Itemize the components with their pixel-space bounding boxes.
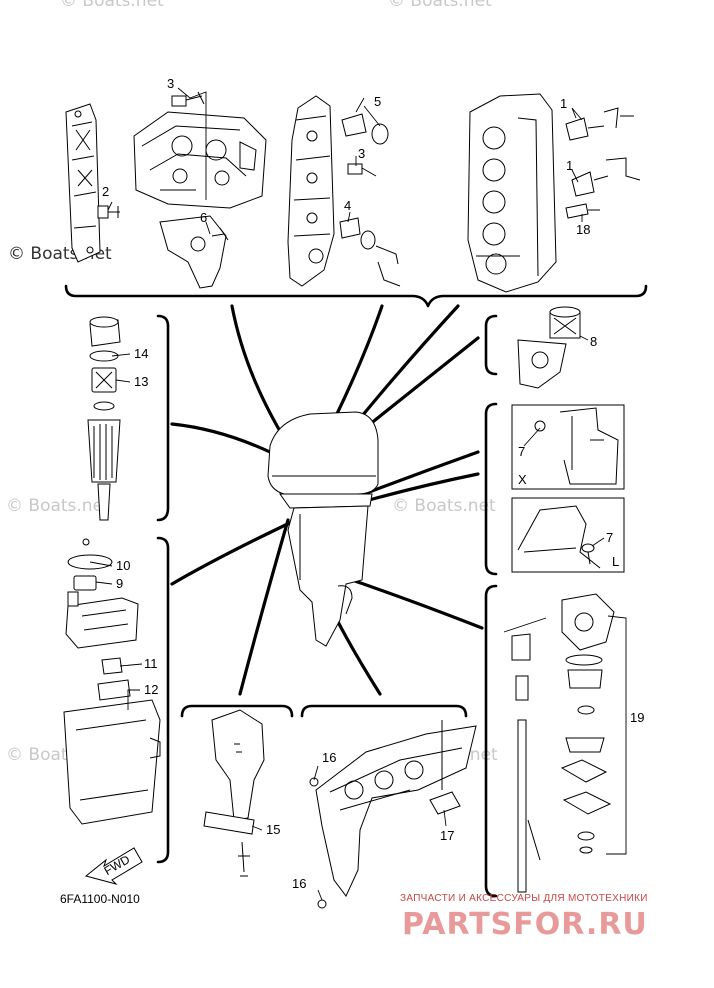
watermark-top-right: © Boats.net — [388, 0, 492, 11]
cylinder-block-group — [133, 91, 267, 289]
group-brackets — [64, 284, 648, 898]
callout-6: 6 — [200, 210, 207, 225]
callout-11: 11 — [144, 656, 158, 671]
callout-leaders — [89, 87, 605, 901]
brand-logo: PARTSFOR.RU — [402, 907, 648, 942]
lower-unit-group — [309, 720, 477, 909]
watermark-mid-right: © Boats.net — [392, 496, 496, 516]
callout-numbers: 2 3 6 5 3 4 1 1 18 8 14 13 7 7 10 9 11 1… — [102, 76, 644, 891]
diagram-code: 6FA1100-N010 — [60, 892, 140, 906]
callout-17: 17 — [440, 828, 454, 843]
detail-l-label: L — [612, 554, 619, 569]
callout-5: 5 — [374, 94, 381, 109]
callout-12: 12 — [144, 682, 158, 697]
callout-4: 4 — [344, 198, 351, 213]
callout-2: 2 — [102, 184, 109, 199]
callout-3-block: 3 — [167, 76, 174, 91]
callout-18: 18 — [576, 222, 590, 237]
callout-19: 19 — [630, 710, 644, 725]
water-pump-group — [503, 593, 627, 893]
intake-gasket-group — [65, 103, 120, 263]
outboard-motor — [267, 411, 379, 647]
fwd-arrow: FWD — [84, 847, 143, 885]
callout-8: 8 — [590, 334, 597, 349]
brand-tagline: ЗАПЧАСТИ И АКСЕССУАРЫ ДЛЯ МОТОТЕХНИКИ — [400, 893, 648, 904]
watermark-mid-left: © Boats.net — [6, 496, 110, 516]
callout-1-lower: 1 — [566, 158, 573, 173]
callout-16-upper: 16 — [322, 750, 336, 765]
thermostat-group — [517, 306, 581, 389]
callout-3-cover: 3 — [358, 146, 365, 161]
callout-15: 15 — [266, 822, 280, 837]
callout-9: 9 — [116, 576, 123, 591]
callout-13: 13 — [134, 374, 148, 389]
callout-7-x: 7 — [518, 444, 525, 459]
detail-x-label: X — [518, 472, 527, 487]
vapor-separator-group — [63, 538, 161, 825]
exhaust-cover-group — [287, 95, 401, 287]
callout-14: 14 — [134, 346, 148, 361]
detail-l: L — [511, 497, 625, 573]
detail-x: X — [511, 404, 625, 490]
anode-bracket-group — [203, 709, 265, 877]
brand-watermark: ЗАПЧАСТИ И АКСЕССУАРЫ ДЛЯ МОТОТЕХНИКИ PA… — [400, 893, 648, 942]
callout-1-upper: 1 — [560, 96, 567, 111]
watermark-top-left: © Boats.net — [60, 0, 164, 11]
callout-10: 10 — [116, 558, 130, 573]
fuel-filter-group — [87, 316, 121, 521]
cylinder-head-group — [467, 93, 641, 293]
callout-16-lower: 16 — [292, 876, 306, 891]
callout-7-l: 7 — [606, 530, 613, 545]
